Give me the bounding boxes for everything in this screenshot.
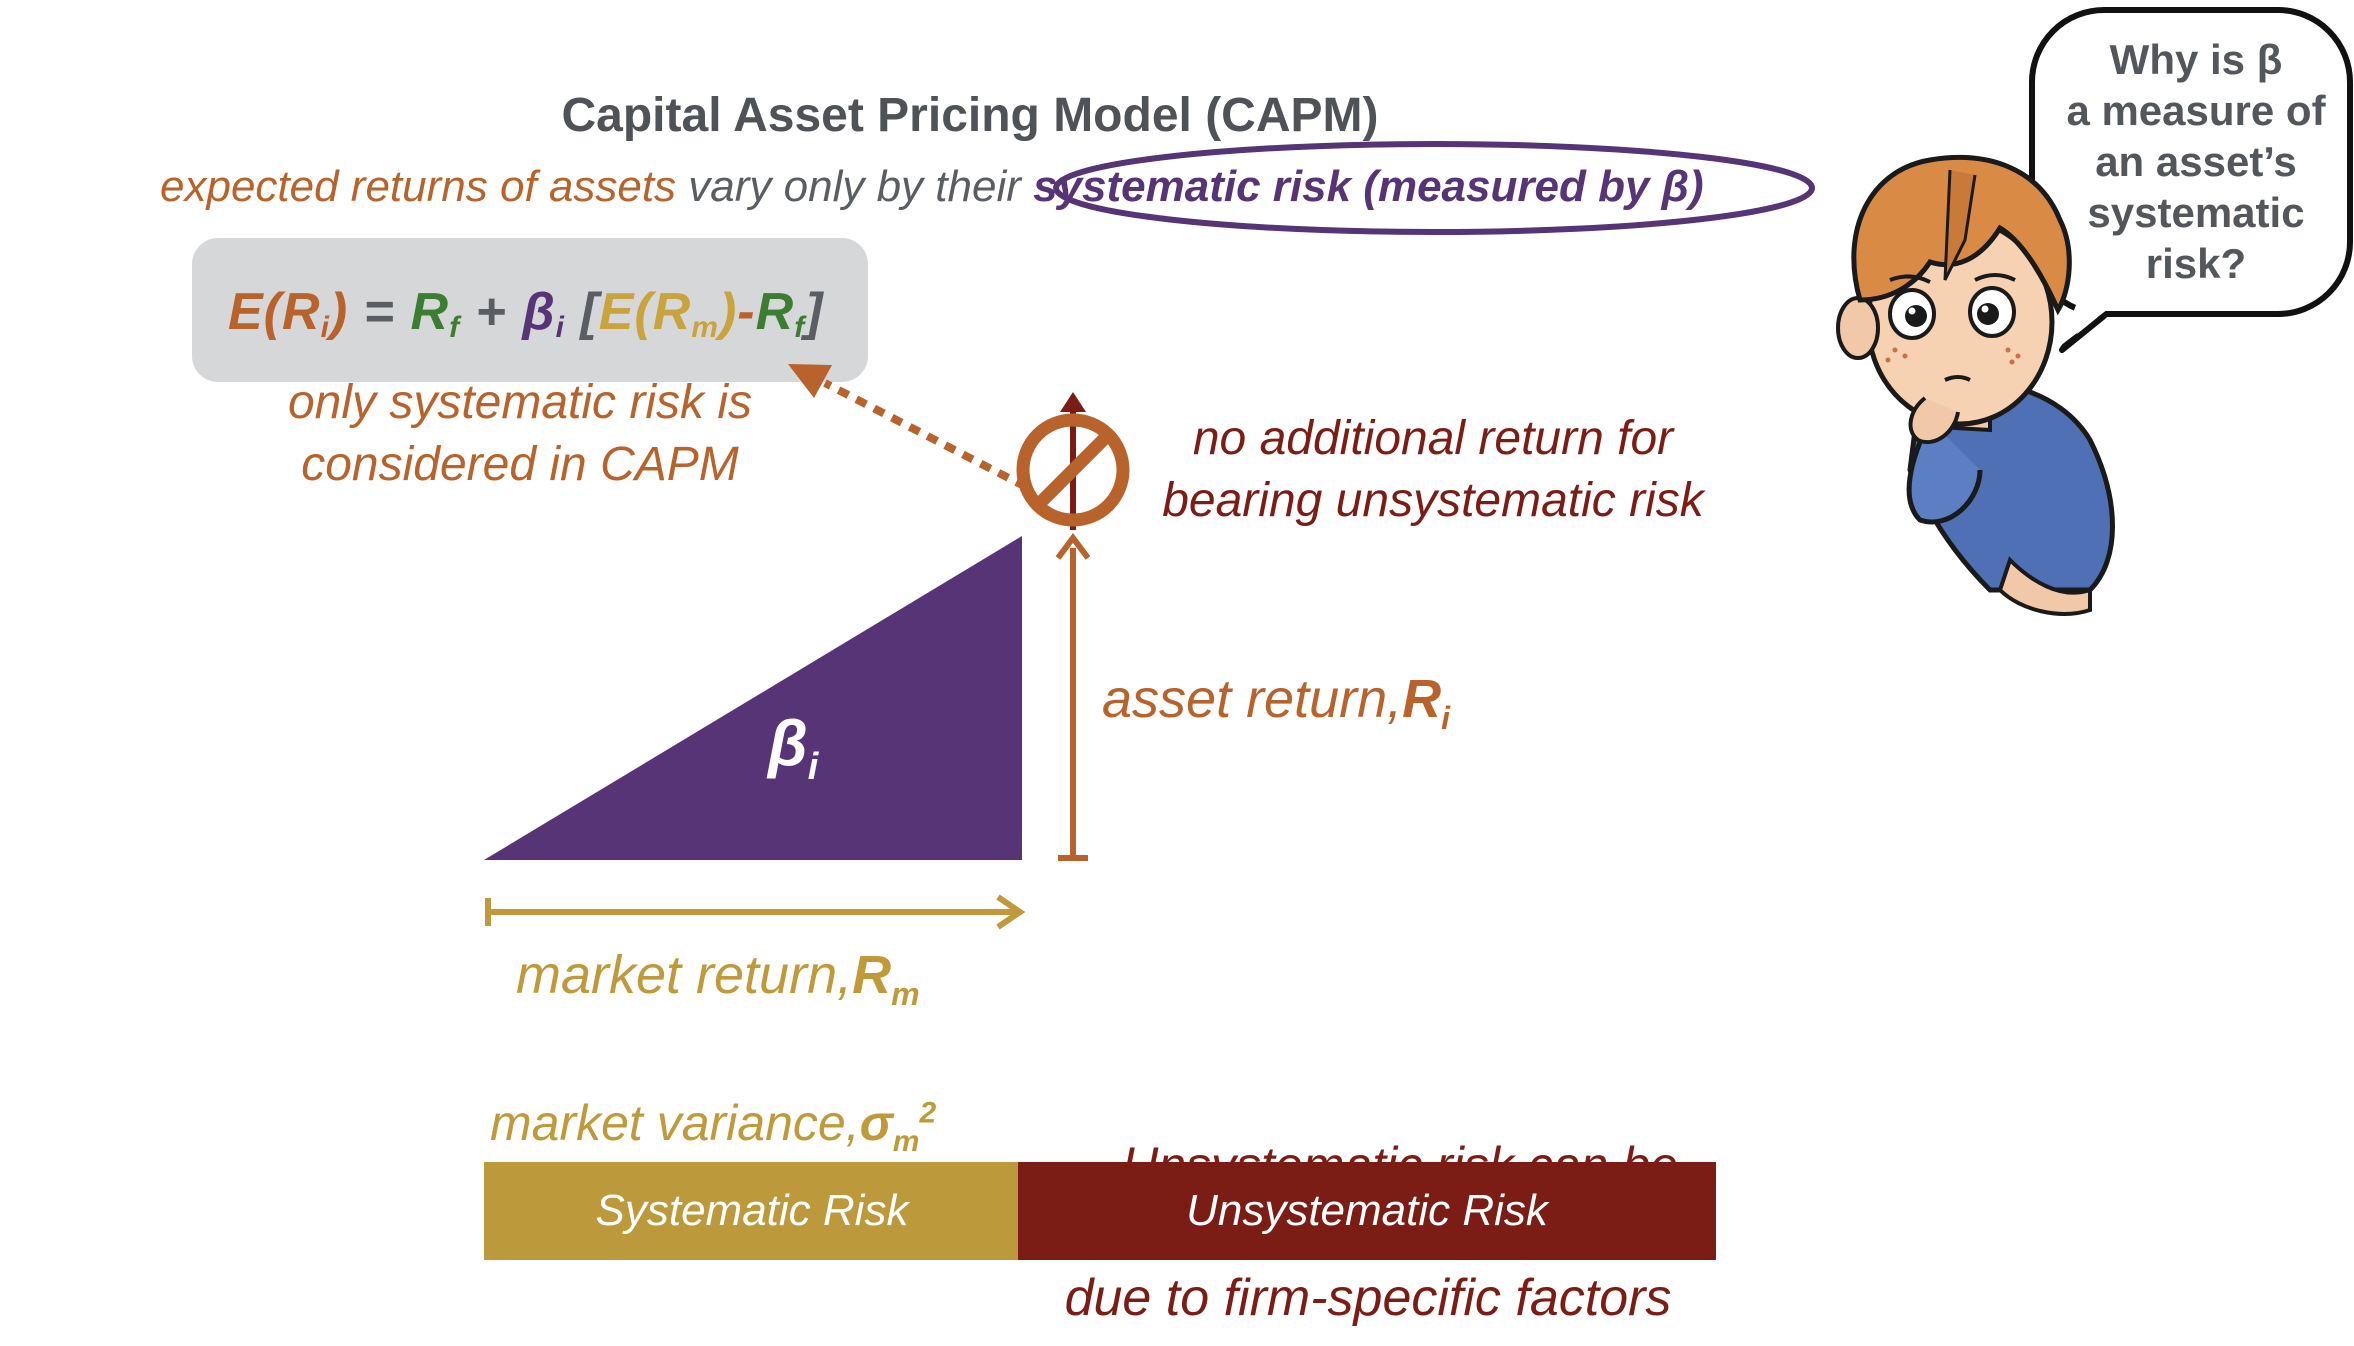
beta-triangle xyxy=(484,536,1022,860)
unsystematic-caption-partial: Unsystematic risk can be xyxy=(1080,1132,1720,1164)
no-additional-return-note: no additional return for bearing unsyste… xyxy=(1162,412,1704,527)
market-return-label: market return,Rm xyxy=(516,945,920,1012)
capm-equation: E(Ri) = Rf + βi [E(Rm)-Rf] xyxy=(228,283,824,344)
asset-return-label: asset return,Ri xyxy=(1102,669,1451,736)
unsystematic-risk-bar: Unsystematic Risk xyxy=(1018,1162,1716,1260)
market-return-arrow-head xyxy=(996,894,1026,930)
systematic-only-note: only systematic risk is considered in CA… xyxy=(287,376,753,491)
dotted-arrow-line xyxy=(823,379,1028,491)
firm-specific-caption: due to firm-specific factors xyxy=(1064,1269,1672,1327)
page-title: Capital Asset Pricing Model (CAPM) xyxy=(561,89,1379,142)
equation-box xyxy=(192,238,868,382)
asset-return-arrow-head xyxy=(1055,533,1091,560)
prohibited-icon xyxy=(1016,413,1130,527)
subtitle-part-vary: vary only by their xyxy=(676,162,1034,211)
market-variance-label: market variance,σm2 xyxy=(490,1095,937,1158)
subtitle-part-systematic: systematic risk (measured by β) xyxy=(1033,162,1704,211)
beta-label: βi xyxy=(768,707,819,788)
subtitle-part-expected: expected returns of assets xyxy=(160,162,677,211)
subtitle: expected returns of assets vary only by … xyxy=(160,162,1704,212)
blocked-arrow-head xyxy=(1060,392,1086,412)
speech-bubble xyxy=(2029,7,2353,353)
dotted-arrow-head xyxy=(788,364,832,398)
subtitle-highlight-ellipse xyxy=(1053,141,1815,235)
speech-bubble-text: Why is β a measure of an asset’s systema… xyxy=(2066,36,2326,287)
thinking-boy-icon xyxy=(1836,155,2115,616)
systematic-risk-bar: Systematic Risk xyxy=(484,1162,1020,1260)
